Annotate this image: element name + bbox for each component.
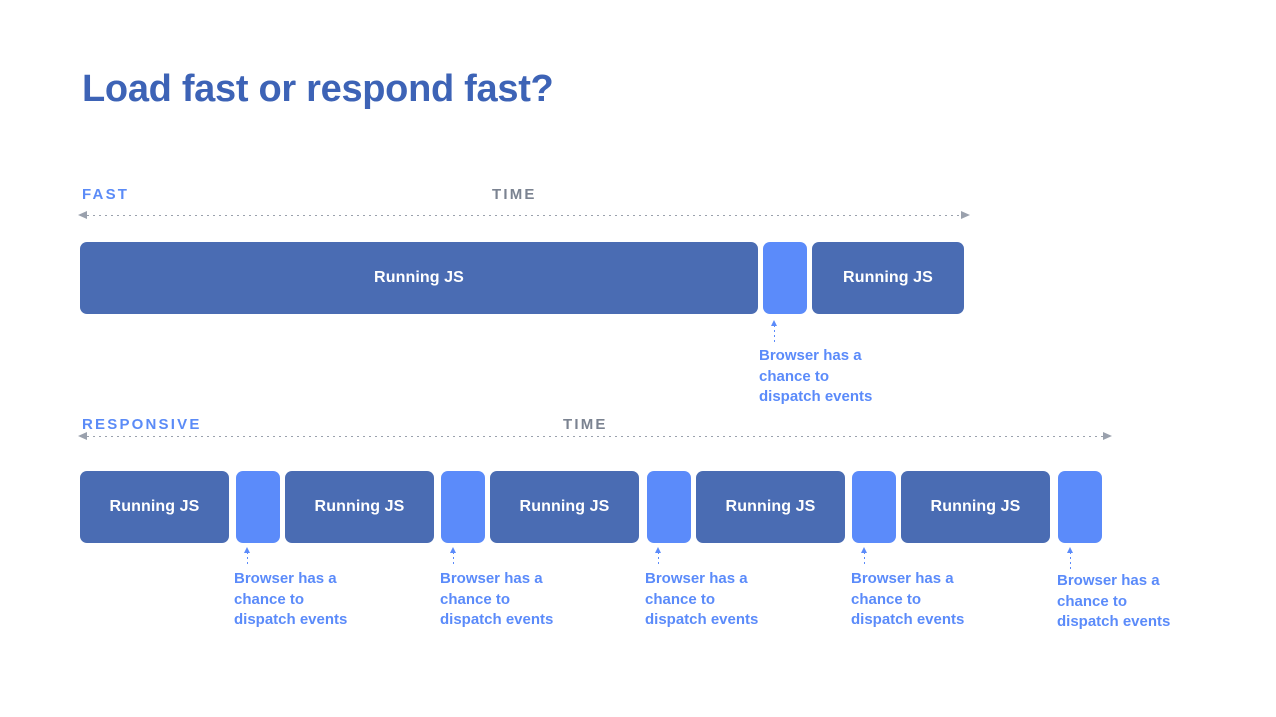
block-running-js[interactable]: Running JS (901, 471, 1050, 543)
block-idle-gap[interactable] (852, 471, 896, 543)
callout-text: Browser has a chance to dispatch events (851, 570, 965, 628)
block-label: Running JS (843, 269, 933, 286)
callout-text: Browser has a chance to dispatch events (759, 347, 873, 405)
callout-text: Browser has a chance to dispatch events (440, 570, 554, 628)
block-label: Running JS (374, 269, 464, 286)
mode-label-responsive: RESPONSIVE (82, 416, 202, 433)
dotted-line (87, 215, 961, 216)
block-idle-gap[interactable] (1058, 471, 1102, 543)
callout-dispatch-events: Browser has a chance to dispatch events (440, 547, 620, 637)
page-title: Load fast or respond fast? (82, 68, 554, 110)
callout-arrow-icon (655, 547, 662, 567)
callout-arrow-icon (861, 547, 868, 567)
callout-text: Browser has a chance to dispatch events (645, 570, 759, 628)
callout-text: Browser has a chance to dispatch events (234, 570, 348, 628)
arrow-up-icon (861, 547, 867, 553)
block-running-js[interactable]: Running JS (696, 471, 845, 543)
block-label: Running JS (725, 498, 816, 515)
dotted-stem (247, 552, 248, 567)
block-running-js[interactable]: Running JS (812, 242, 964, 314)
callout-dispatch-events: Browser has a chance to dispatch events (1057, 547, 1237, 637)
block-label: Running JS (930, 498, 1021, 515)
time-axis-arrow-responsive (78, 432, 1112, 441)
arrow-up-icon (244, 547, 250, 553)
time-label-fast: TIME (492, 186, 537, 203)
dotted-stem (658, 552, 659, 567)
arrow-up-icon (1067, 547, 1073, 553)
block-idle-gap[interactable] (647, 471, 691, 543)
dotted-stem (774, 325, 775, 344)
arrow-right-icon (1103, 432, 1112, 440)
arrow-right-icon (961, 211, 970, 219)
time-axis-arrow-fast (78, 211, 970, 220)
callout-dispatch-events: Browser has a chance to dispatch events (759, 320, 951, 410)
callout-dispatch-events: Browser has a chance to dispatch events (234, 547, 414, 637)
callout-arrow-icon (450, 547, 457, 567)
time-label-responsive: TIME (563, 416, 608, 433)
arrow-left-icon (78, 432, 87, 440)
callout-arrow-icon (244, 547, 251, 567)
callout-dispatch-events: Browser has a chance to dispatch events (645, 547, 825, 637)
dotted-stem (864, 552, 865, 567)
dotted-stem (453, 552, 454, 567)
callout-dispatch-events: Browser has a chance to dispatch events (851, 547, 1031, 637)
callout-arrow-icon (771, 320, 778, 344)
block-label: Running JS (109, 498, 200, 515)
block-running-js[interactable]: Running JS (285, 471, 434, 543)
arrow-up-icon (450, 547, 456, 553)
dotted-line (87, 436, 1103, 437)
arrow-left-icon (78, 211, 87, 219)
block-idle-gap[interactable] (763, 242, 807, 314)
callout-text: Browser has a chance to dispatch events (1057, 572, 1171, 630)
arrow-up-icon (655, 547, 661, 553)
block-idle-gap[interactable] (441, 471, 485, 543)
arrow-up-icon (771, 320, 777, 326)
block-running-js[interactable]: Running JS (80, 242, 758, 314)
block-running-js[interactable]: Running JS (490, 471, 639, 543)
callout-arrow-icon (1067, 547, 1074, 569)
mode-label-fast: FAST (82, 186, 130, 203)
block-running-js[interactable]: Running JS (80, 471, 229, 543)
block-label: Running JS (314, 498, 405, 515)
block-idle-gap[interactable] (236, 471, 280, 543)
dotted-stem (1070, 552, 1071, 569)
block-label: Running JS (519, 498, 610, 515)
